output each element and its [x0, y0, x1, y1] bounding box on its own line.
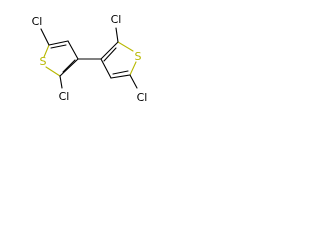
atom-s-left: S [40, 55, 47, 68]
atom-cl-left-bottom: Cl [59, 90, 70, 103]
bond-c4-c5-left [48, 40, 69, 46]
bond-c2-s-right [117, 41, 134, 52]
bond-c3-c2-right-double [103, 47, 117, 62]
atom-cl-top-left: Cl [32, 15, 43, 28]
bond-c4-c3-right [100, 58, 112, 79]
molecule-structure: Cl S Cl Cl S Cl [32, 13, 148, 104]
bond-c3-c4-left [67, 40, 79, 60]
atom-cl-right-top: Cl [111, 13, 122, 26]
bond-c2-cl-left [59, 75, 63, 89]
bond-c5-cl-right [129, 74, 138, 89]
bond-s-c2-left [45, 66, 61, 77]
atom-s-right: S [135, 50, 142, 63]
bond-c2-cl-right [115, 27, 119, 43]
bond-c3-c2-right [100, 41, 119, 60]
bond-c5-cl-left [40, 28, 50, 46]
bond-s-c5-right [129, 61, 137, 76]
bond-c4-c5-left-double [50, 44, 67, 49]
left-thiophene-ring [40, 28, 79, 89]
bond-c5-c4-right [110, 74, 131, 79]
bond-c5-c4-right-double [112, 70, 129, 75]
right-thiophene-ring [100, 27, 138, 89]
bond-c2-c3-left [59, 58, 79, 77]
atom-cl-right-bottom: Cl [137, 91, 148, 104]
bond-c2-c3-left-double [62, 59, 76, 73]
bond-c5-s-left [43, 44, 50, 58]
